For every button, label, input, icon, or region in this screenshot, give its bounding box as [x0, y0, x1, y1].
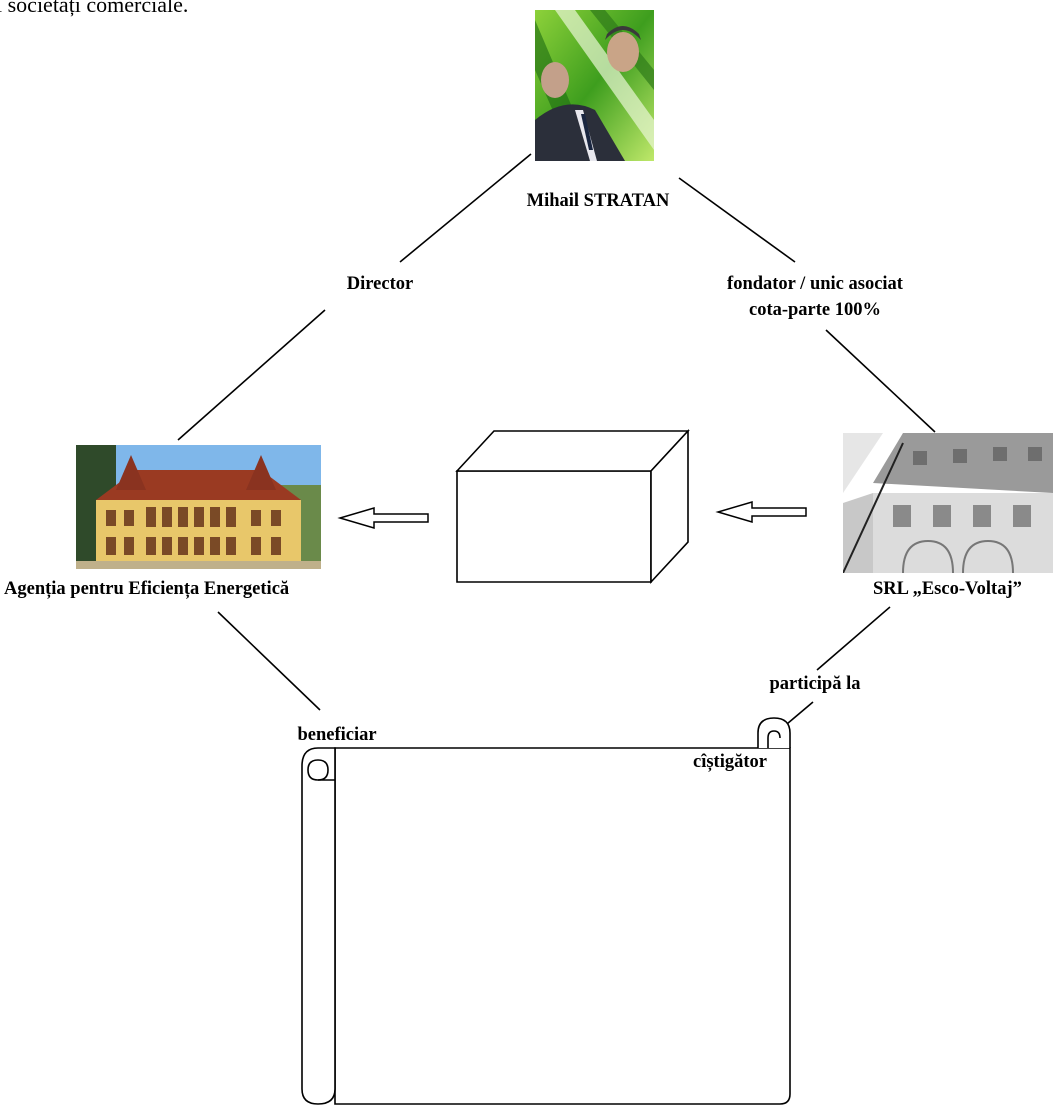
- edge-label-participa: participă la: [769, 674, 861, 694]
- edge-agency-beneficiar: [217, 611, 321, 711]
- arrow-to-cube-icon: [715, 500, 807, 524]
- edge-person-fondator: [678, 177, 796, 263]
- person-photo: [535, 10, 654, 161]
- agency-name: Agenția pentru Eficiența Energetică: [4, 579, 290, 599]
- edge-label-beneficiar: beneficiar: [297, 725, 377, 745]
- arrow-to-agency-icon: [337, 506, 429, 530]
- edge-label-castigator: cîștigător: [693, 752, 767, 772]
- edge-person-director: [399, 153, 532, 263]
- edge-label-fondator-line2: cota-parte 100%: [748, 300, 882, 320]
- edge-fondator-company: [825, 329, 936, 433]
- header-partial-text: i societăți comerciale.: [0, 0, 189, 17]
- edge-director-agency: [177, 309, 326, 441]
- edge-company-participa: [816, 606, 891, 671]
- person-name: Mihail STRATAN: [526, 191, 670, 211]
- agency-photo: [76, 445, 321, 569]
- edge-label-director: Director: [346, 274, 414, 294]
- company-photo: [843, 433, 1053, 573]
- edge-label-fondator-line1: fondator / unic asociat: [727, 274, 903, 294]
- scroll-shape-icon: [301, 717, 791, 1105]
- company-name: SRL „Esco-Voltaj”: [873, 579, 1022, 599]
- cube-shape-icon: [455, 428, 690, 585]
